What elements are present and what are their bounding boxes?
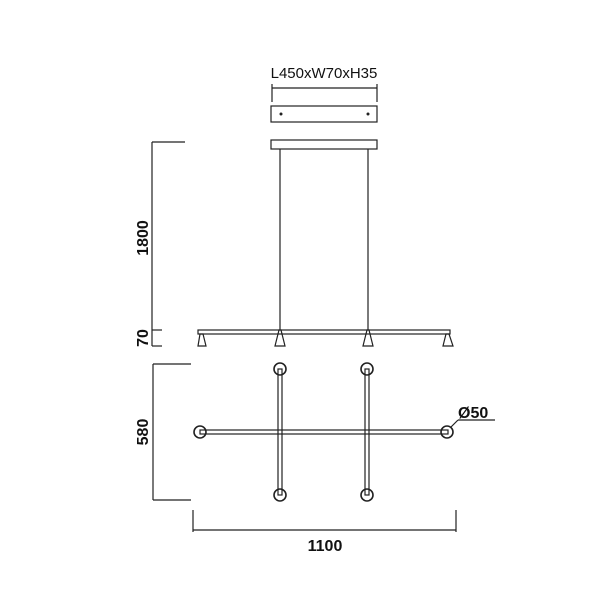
light-head [362, 329, 374, 347]
length-label: 1100 [308, 538, 343, 555]
ceiling-canopy [270, 139, 378, 150]
light-head-circle [440, 425, 454, 439]
length-dimension [192, 510, 457, 532]
light-head-circle [360, 488, 374, 502]
light-head-circle [360, 362, 374, 376]
main-bar [199, 429, 449, 435]
depth-label: 580 [135, 419, 152, 446]
light-head [274, 329, 286, 347]
light-head [442, 333, 454, 347]
drop-height-label: 1800 [135, 220, 152, 256]
light-head-circle [273, 488, 287, 502]
canopy-size-label: L450xW70xH35 [271, 65, 378, 82]
side-elevation [197, 139, 454, 347]
fixture-bar [197, 329, 451, 335]
light-head-circle [273, 362, 287, 376]
depth-dimension [152, 363, 191, 501]
canopy-top-view [270, 105, 378, 123]
fixture-height-label: 70 [135, 329, 152, 347]
plan-view [193, 362, 454, 502]
light-head-circle [193, 425, 207, 439]
cross-bar [364, 368, 370, 496]
drop-height-dimension [151, 141, 185, 347]
cross-bar [277, 368, 283, 496]
diameter-leader [450, 419, 495, 428]
head-diameter-label: Ø50 [458, 405, 488, 422]
light-head [197, 333, 207, 347]
canopy-dimension-line [271, 84, 378, 102]
